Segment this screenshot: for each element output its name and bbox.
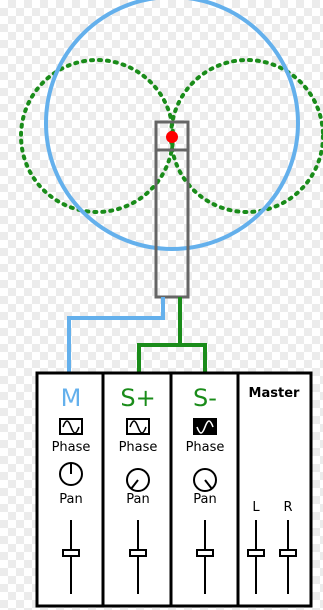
master-right-fader[interactable]: [279, 520, 297, 594]
fader-icon: [247, 549, 265, 557]
channel-label: S-: [193, 384, 217, 412]
master-left-label: L: [252, 500, 260, 515]
cables: [67, 297, 207, 373]
fader-icon: [279, 549, 297, 557]
sine-wave-icon: [129, 420, 147, 434]
figure8-left-lobe: [19, 58, 175, 214]
fader-icon: [196, 549, 214, 557]
pan-knob-pointer: [204, 479, 213, 490]
microphone-capsule-dot: [166, 131, 178, 143]
phase-button[interactable]: [193, 418, 217, 435]
phase-label: Phase: [52, 440, 91, 455]
pan-knob[interactable]: [59, 462, 83, 486]
figure8-right-lobe: [169, 58, 323, 214]
master-section: Master L R: [247, 386, 300, 594]
inverted-sine-wave-icon: [196, 420, 214, 434]
phase-label: Phase: [186, 440, 225, 455]
pan-knob-pointer: [130, 479, 139, 490]
pan-label: Pan: [126, 492, 149, 507]
master-left-fader[interactable]: [247, 520, 265, 594]
channel-label: M: [61, 384, 82, 412]
channel-strip-s-minus: S- Phase Pan: [186, 384, 225, 594]
pan-label: Pan: [193, 492, 216, 507]
microphone-body: [154, 120, 190, 299]
pan-knob[interactable]: [193, 468, 217, 492]
fader-icon: [62, 549, 80, 557]
pan-label: Pan: [59, 492, 82, 507]
channel-fader[interactable]: [62, 520, 80, 594]
phase-button[interactable]: [59, 418, 83, 435]
pan-knob[interactable]: [126, 468, 150, 492]
channel-fader[interactable]: [196, 520, 214, 594]
mid-cable: [67, 297, 165, 373]
phase-button[interactable]: [126, 418, 150, 435]
side-cable-split: [137, 343, 207, 373]
channel-label: S+: [120, 384, 155, 412]
channel-strip-m: M Phase Pan: [52, 384, 91, 594]
mixer-frame: [35, 371, 313, 608]
master-right-label: R: [283, 500, 292, 515]
omni-pattern: [44, 0, 300, 251]
channel-fader[interactable]: [129, 520, 147, 594]
sine-wave-icon: [62, 420, 80, 434]
mixer: [35, 371, 313, 608]
fader-icon: [129, 549, 147, 557]
microphone: [154, 120, 190, 299]
phase-label: Phase: [119, 440, 158, 455]
channel-strip-s-plus: S+ Phase Pan: [119, 384, 158, 594]
master-label: Master: [249, 386, 300, 401]
